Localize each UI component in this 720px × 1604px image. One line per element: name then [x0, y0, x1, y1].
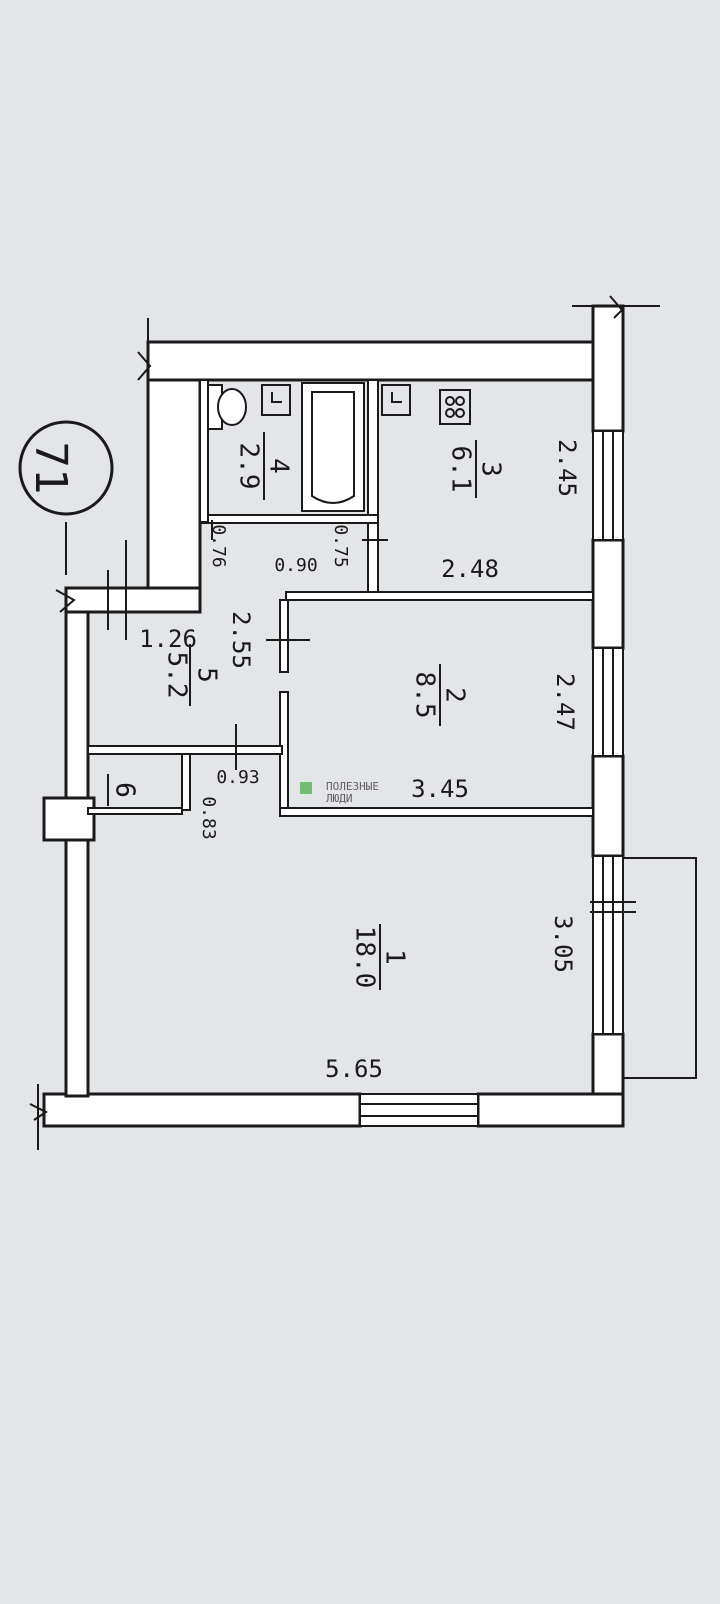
room-area: 6.1 [446, 446, 476, 493]
room-area: 5.2 [162, 652, 192, 699]
room-number: 2 [440, 687, 470, 703]
dimension-label: 2.47 [551, 673, 579, 731]
right-wall-segment [591, 304, 625, 433]
partition [367, 379, 379, 593]
dimension-ticks [65, 520, 636, 913]
top-wall [146, 340, 595, 382]
dimension-label: 0.90 [274, 555, 317, 576]
partition [199, 379, 209, 523]
partitions [87, 379, 594, 817]
partition [199, 514, 379, 524]
partition [279, 599, 289, 673]
dimension-label: 0.83 [198, 796, 219, 839]
windows [359, 430, 624, 1127]
apartment-number-circle [18, 420, 114, 516]
room-area: 18.0 [350, 926, 380, 989]
window [592, 647, 624, 757]
left-wall [64, 610, 90, 1098]
corridor-wall [64, 586, 202, 614]
balcony [623, 857, 697, 1079]
watermark-logo [300, 782, 312, 794]
dimension-label: 2.45 [553, 439, 581, 497]
partition [279, 807, 594, 817]
right-wall-segment [591, 538, 625, 650]
room-number: 6 [110, 782, 140, 798]
partition [285, 591, 594, 601]
dimension-label: 3.45 [411, 775, 469, 803]
dimension-label: 1.26 [139, 625, 197, 653]
sinks [261, 384, 411, 416]
window [592, 855, 624, 1035]
walls [42, 304, 625, 1128]
fraction-bars [107, 432, 477, 990]
bottom-wall [42, 1092, 362, 1128]
sink [261, 384, 291, 416]
watermark-line2: ЛЮДИ [326, 792, 353, 805]
watermark: ПОЛЕЗНЫЕ ЛЮДИ [300, 780, 379, 805]
dimension-label: 5.65 [325, 1055, 383, 1083]
window [592, 430, 624, 541]
stove [439, 389, 471, 425]
partition [87, 807, 183, 815]
apartment-number: 71 [25, 442, 76, 495]
partition [87, 745, 283, 755]
room-number: 6 [110, 782, 140, 798]
dimension-label: 0.75 [330, 524, 351, 567]
toilet [207, 384, 247, 430]
window [359, 1093, 479, 1127]
room-number: 1 [380, 949, 410, 965]
break-marks [29, 295, 660, 1150]
watermark-line1: ПОЛЕЗНЫЕ [326, 780, 379, 793]
bathtub [301, 382, 365, 512]
room-number: 4 [264, 458, 294, 474]
dimension-label: 3.05 [549, 915, 577, 973]
dimension-label: 0.76 [208, 524, 229, 567]
room-area: 8.5 [410, 672, 440, 719]
right-wall-segment [591, 754, 625, 858]
room-number: 3 [476, 461, 506, 477]
bottom-wall [476, 1092, 625, 1128]
dimension-label: 0.93 [216, 767, 259, 788]
corridor-wall [146, 378, 202, 602]
sink [381, 384, 411, 416]
dimension-label: 2.55 [227, 611, 255, 669]
dimension-label: 2.48 [441, 555, 499, 583]
partition [181, 753, 191, 811]
column [42, 796, 96, 842]
room-number: 5 [192, 667, 222, 683]
room-area: 2.9 [234, 443, 264, 490]
